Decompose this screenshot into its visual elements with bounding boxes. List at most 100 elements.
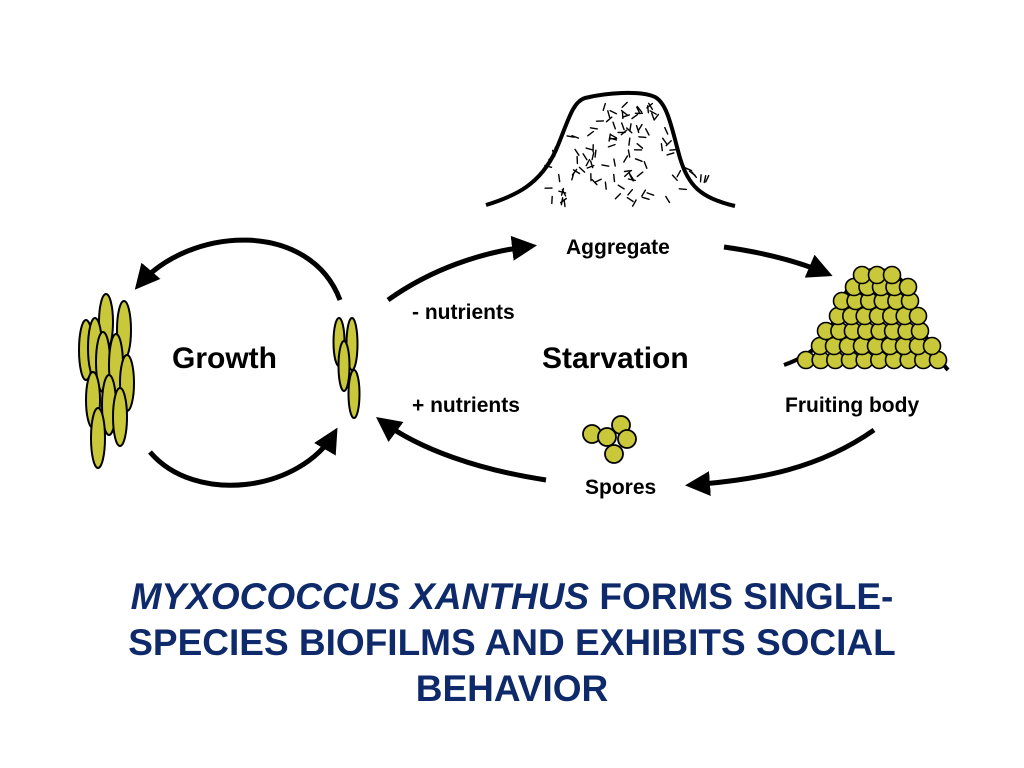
aggregate-cell [636, 106, 641, 115]
aggregate-cell [645, 128, 650, 136]
aggregate-cell [559, 197, 567, 204]
spores-label: Spores [585, 476, 657, 499]
aggregate-cell [591, 178, 598, 186]
to-spores-arrow [685, 427, 876, 497]
aggregate-cell [678, 188, 687, 191]
plus-nutrients-label: + nutrients [412, 394, 520, 417]
aggregate-cell [636, 171, 644, 178]
title-italic-species: MYXOCOCCUS XANTHUS [130, 576, 590, 617]
aggregate-cell [638, 136, 647, 139]
life-cycle-diagram [78, 90, 950, 497]
aggregate-cell [684, 167, 693, 172]
minus-nutrients-label: - nutrients [412, 301, 515, 324]
aggregate-cell [607, 110, 611, 119]
aggregate-cell [666, 152, 675, 156]
aggregate-cell [661, 137, 668, 145]
aggregate-cell [660, 142, 663, 152]
aggregate-cell [621, 101, 628, 109]
aggregate-cell [665, 195, 671, 204]
aggregate-cell [604, 181, 607, 190]
aggregate-cell [614, 193, 622, 200]
aggregate-cell [643, 160, 648, 170]
aggregate-cell [620, 109, 628, 116]
growth-label: Growth [172, 342, 277, 375]
aggregate-cell [649, 110, 657, 115]
aggregate-cell [669, 148, 678, 151]
starvation-label: Starvation [542, 342, 689, 375]
aggregate-cell [671, 174, 678, 182]
aggregate-cell [646, 102, 654, 109]
aggregate-cell [626, 127, 633, 134]
aggregate-cell [586, 164, 595, 169]
aggregate-cell [589, 127, 598, 130]
aggregate-cell [637, 123, 643, 132]
aggregate-cell [623, 169, 633, 173]
aggregate-cell [613, 173, 616, 183]
aggregate-cell [705, 174, 710, 183]
aggregate-cell [558, 173, 561, 183]
fruiting-body [783, 265, 950, 372]
aggregate-cell [572, 169, 581, 175]
growth-bottom-arrow [148, 427, 338, 488]
aggregate-cell [634, 158, 643, 163]
fruiting-body-spore [882, 265, 902, 285]
growth-top-arrow [134, 237, 343, 301]
aggregate-cell [582, 153, 588, 161]
aggregate-cell [594, 178, 602, 183]
aggregate-cell [636, 142, 644, 149]
aggregate-cell [688, 170, 696, 177]
to-aggregate-arrow [386, 235, 537, 303]
aggregate-cell [594, 149, 597, 158]
aggregate-cell [629, 123, 632, 132]
aggregate-cell [641, 196, 650, 201]
fruiting-body-spore [898, 277, 918, 297]
aggregate-cell [571, 134, 580, 139]
aggregate-cell [574, 148, 580, 156]
rod-cells-large [78, 293, 135, 469]
rod-cells-small [332, 317, 361, 419]
aggregate-cell [664, 126, 669, 135]
aggregate-cell [578, 166, 586, 173]
aggregate-cell [602, 102, 606, 112]
aggregate-cell [622, 114, 630, 118]
aggregate-cell [626, 196, 634, 203]
aggregate-cell [703, 174, 707, 184]
fruiting-body-spore [922, 336, 942, 356]
aggregate-cell [627, 149, 631, 158]
aggregate-cell [552, 149, 555, 158]
aggregate-cell [628, 172, 634, 181]
aggregate-cell [632, 199, 637, 207]
aggregate-cell [624, 170, 631, 178]
aggregate-label: Aggregate [566, 236, 670, 259]
aggregate-cell [566, 135, 575, 138]
aggregate-cell [699, 174, 702, 183]
aggregate-cell [665, 139, 672, 147]
aggregate-cell [648, 102, 654, 111]
title-rest: FORMS SINGLE-SPECIES BIOFILMS AND EXHIBI… [128, 576, 896, 709]
to-fruiting-body-arrow [723, 244, 833, 278]
aggregate-cell [571, 168, 578, 176]
aggregate-cell [627, 178, 636, 182]
aggregate-mound [485, 90, 736, 208]
aggregate-cell [623, 155, 629, 163]
slide-title: MYXOCOCCUS XANTHUS FORMS SINGLE-SPECIES … [62, 574, 962, 712]
fruiting-body-label: Fruiting body [785, 394, 920, 417]
aggregate-cell [585, 147, 594, 151]
aggregate-cell [641, 189, 647, 197]
aggregate-cell [587, 130, 595, 137]
aggregate-cell [617, 184, 625, 190]
aggregate-cell [607, 143, 616, 148]
aggregate-cell [612, 121, 616, 130]
aggregate-cell [627, 188, 634, 196]
aggregate-cell [609, 133, 617, 139]
aggregate-cell [631, 113, 639, 120]
aggregate-cell [554, 141, 560, 149]
aggregate-cell [591, 152, 595, 161]
aggregate-cell [561, 188, 567, 197]
aggregate-cell [636, 105, 643, 113]
aggregate-cell [601, 164, 610, 167]
aggregate-cell [621, 122, 625, 131]
aggregate-cell [605, 116, 613, 123]
aggregate-cell [717, 198, 726, 204]
aggregate-cell [609, 109, 618, 115]
